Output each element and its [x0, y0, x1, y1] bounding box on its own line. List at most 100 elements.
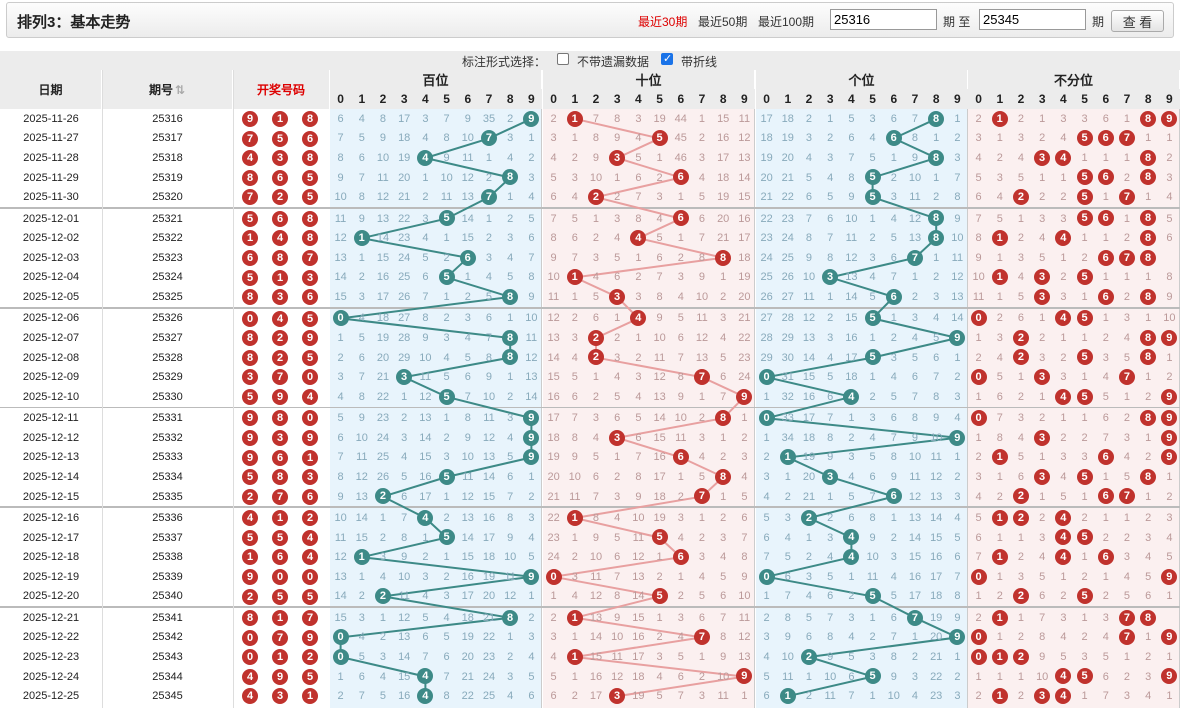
- sort-icon[interactable]: ⇅: [174, 82, 186, 97]
- hit-ball: 6: [885, 488, 902, 505]
- miss-count: 12: [738, 631, 751, 644]
- range-link-50[interactable]: 最近50期: [698, 15, 748, 29]
- to-period-input[interactable]: [979, 9, 1086, 30]
- miss-count: 13: [355, 490, 368, 503]
- hit-ball: 2: [587, 188, 604, 205]
- miss-count: 4: [975, 151, 982, 164]
- miss-count: 9: [805, 251, 813, 264]
- hit-ball: 0: [545, 568, 562, 585]
- miss-count: 8: [805, 232, 813, 245]
- miss-count: 3: [720, 531, 727, 544]
- miss-count: 1: [954, 351, 961, 364]
- hit-ball: 5: [864, 588, 881, 605]
- miss-count: 10: [738, 590, 751, 603]
- hit-ball: 9: [523, 429, 540, 446]
- miss-count: 3: [763, 470, 770, 483]
- query-button[interactable]: 查 看: [1111, 10, 1164, 32]
- miss-count: 1: [571, 132, 578, 145]
- miss-count: 2: [975, 451, 982, 464]
- miss-count: 9: [507, 531, 514, 544]
- miss-count: 5: [571, 212, 578, 225]
- miss-count: 6: [635, 431, 642, 444]
- miss-count: 4: [1123, 570, 1131, 583]
- miss-count: 1: [763, 590, 770, 603]
- range-link-30[interactable]: 最近30期: [638, 15, 688, 29]
- miss-count: 27: [781, 290, 794, 303]
- polyline-checkbox[interactable]: [661, 52, 673, 65]
- winning-digit-ball: 1: [272, 649, 288, 666]
- hit-ball: 8: [502, 609, 519, 626]
- hit-ball: 4: [1055, 229, 1072, 246]
- miss-count: 4: [677, 290, 684, 303]
- miss-count: 2: [805, 112, 813, 125]
- miss-count: 4: [1123, 451, 1131, 464]
- miss-count: 21: [398, 191, 411, 204]
- winning-digit-ball: 6: [272, 169, 288, 186]
- hit-ball: 5: [864, 349, 881, 366]
- miss-count: 7: [507, 490, 514, 503]
- hit-ball: 2: [1012, 588, 1029, 605]
- hit-ball: 9: [523, 110, 540, 127]
- miss-count: 1: [996, 670, 1003, 683]
- miss-count: 1: [443, 490, 450, 503]
- miss-count: 3: [827, 331, 834, 344]
- from-period-input[interactable]: [830, 9, 937, 30]
- miss-count: 18: [738, 251, 751, 264]
- winning-digit-ball: 3: [242, 369, 258, 386]
- miss-count: 2: [911, 290, 919, 303]
- hit-ball: 5: [1076, 169, 1093, 186]
- miss-count: 5: [975, 511, 982, 524]
- miss-count: 8: [337, 151, 344, 164]
- miss-count: 7: [827, 611, 834, 624]
- miss-count: 4: [996, 351, 1003, 364]
- winning-digit-ball: 8: [302, 111, 318, 127]
- miss-count: 8: [954, 191, 961, 204]
- miss-count: 3: [996, 171, 1003, 184]
- miss-count: 10: [781, 650, 794, 663]
- issue-header[interactable]: 期号⇅: [102, 70, 233, 109]
- miss-count: 1: [1166, 132, 1173, 145]
- hit-ball: 9: [949, 429, 966, 446]
- miss-count: 3: [485, 251, 493, 264]
- miss-count: 13: [695, 351, 709, 364]
- range-link-100[interactable]: 最近100期: [758, 15, 815, 29]
- miss-count: 2: [1123, 531, 1131, 544]
- hit-ball: 5: [1076, 468, 1093, 485]
- miss-count: 1: [975, 590, 982, 603]
- miss-count: 2: [635, 351, 642, 364]
- hit-ball: 9: [949, 629, 966, 646]
- miss-count: 3: [698, 551, 706, 564]
- miss-count: 7: [975, 551, 982, 564]
- miss-count: 4: [614, 511, 621, 524]
- row-issue: 25335: [152, 490, 183, 503]
- miss-count: 4: [911, 331, 919, 344]
- row-issue: 25341: [152, 611, 183, 624]
- miss-count: 2: [571, 151, 578, 164]
- miss-count: 10: [866, 551, 879, 564]
- hit-ball: 5: [1076, 529, 1093, 546]
- miss-count: 2: [827, 132, 834, 145]
- miss-count: 7: [911, 390, 919, 403]
- hit-ball: 1: [779, 449, 796, 466]
- no-missing-checkbox[interactable]: [557, 53, 569, 65]
- miss-count: 20: [781, 151, 794, 164]
- miss-count: 9: [401, 551, 408, 564]
- polyline-label: 带折线: [681, 55, 718, 69]
- digit-header: 5: [862, 89, 884, 109]
- miss-count: 9: [422, 331, 429, 344]
- hit-ball: 0: [332, 648, 349, 665]
- miss-count: 3: [784, 511, 791, 524]
- hit-ball: 7: [693, 629, 710, 646]
- miss-count: 9: [827, 451, 834, 464]
- miss-count: 2: [1017, 390, 1025, 403]
- miss-count: 24: [547, 551, 560, 564]
- digit-header: 7: [478, 89, 500, 109]
- hit-ball: 8: [1140, 329, 1157, 346]
- miss-count: 3: [869, 112, 876, 125]
- winning-digit-ball: 5: [272, 529, 288, 546]
- hit-ball: 1: [991, 269, 1008, 286]
- miss-count: 4: [1017, 151, 1025, 164]
- winning-digit-ball: 5: [302, 169, 318, 186]
- winning-digit-ball: 7: [242, 130, 258, 147]
- miss-count: 6: [358, 351, 365, 364]
